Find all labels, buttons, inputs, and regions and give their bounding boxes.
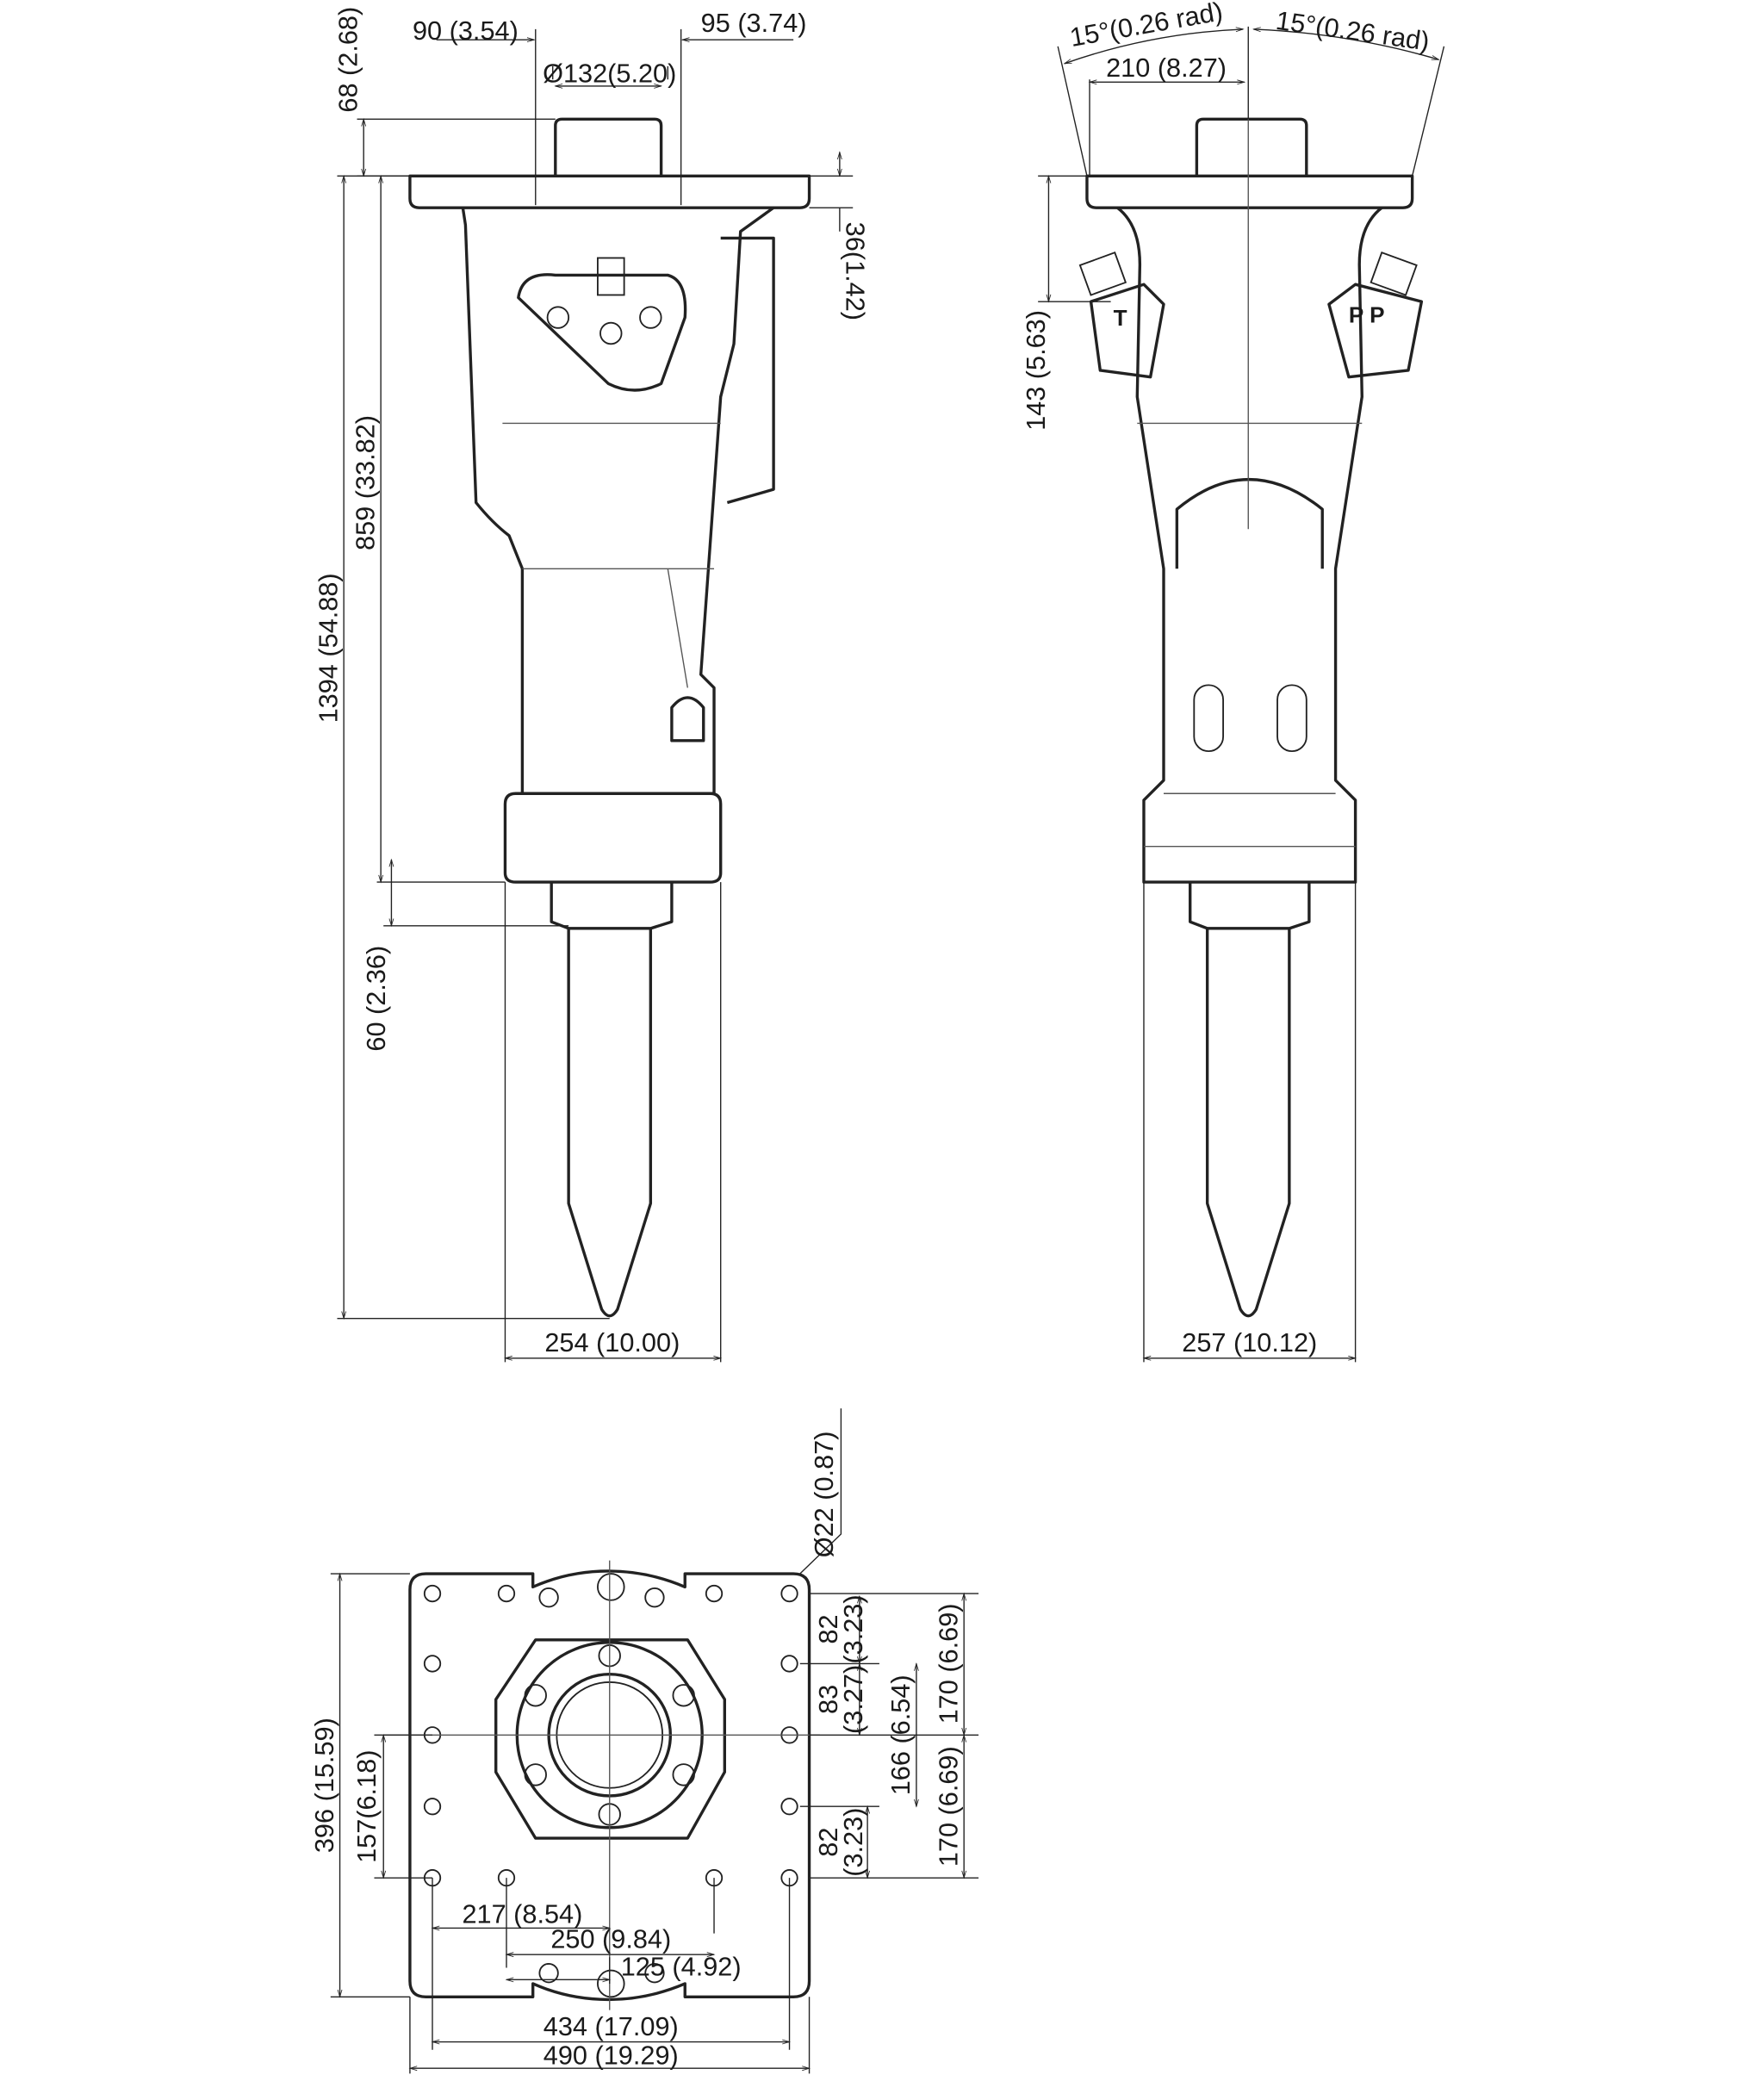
dim-95: 95 (3.74) <box>701 8 807 38</box>
breaker-body <box>1116 206 1383 884</box>
dim-170-top: 170 (6.69) <box>934 1603 964 1724</box>
dim-90: 90 (3.54) <box>413 16 519 46</box>
dim-68: 68 (2.68) <box>333 7 363 113</box>
dim-82-bottom-inch: (3.23) <box>838 1808 868 1877</box>
tool-shank <box>550 882 674 930</box>
dim-angle-left: 15°(0.26 rad) <box>1067 0 1225 53</box>
bottom-view: Ø22 (0.87) 82 (3.23) 83 (3.27) 82 (3.23)… <box>309 1408 979 2074</box>
port-p <box>1327 283 1424 379</box>
front-view: T P P 15°(0.26 rad) 15°(0.26 rad) 210 (8… <box>1021 0 1445 1363</box>
dim-859: 859 (33.82) <box>350 415 380 550</box>
bolt-holes <box>423 1584 798 1887</box>
port-p-label: P P <box>1349 302 1385 328</box>
top-boss <box>554 117 663 177</box>
dim-83-inch: (3.27) <box>838 1665 868 1734</box>
port-t-label: T <box>1114 305 1127 331</box>
dim-82-bottom: 82 <box>813 1828 843 1857</box>
dim-396: 396 (15.59) <box>309 1718 339 1853</box>
dim-490: 490 (19.29) <box>543 2041 679 2071</box>
dim-143: 143 (5.63) <box>1021 310 1051 431</box>
dim-125: 125 (4.92) <box>621 1952 742 1982</box>
dim-217: 217 (8.54) <box>462 1898 582 1929</box>
dim-60: 60 (2.36) <box>361 946 391 1052</box>
base-plate <box>408 1569 811 2002</box>
chisel-tool <box>567 928 653 1318</box>
dim-170-bottom: 170 (6.69) <box>934 1746 964 1867</box>
dim-257: 257 (10.12) <box>1182 1327 1317 1357</box>
dim-210: 210 (8.27) <box>1106 53 1227 83</box>
housing-octagon <box>494 1638 726 1840</box>
side-view: 90 (3.54) 95 (3.74) Ø132(5.20) 68 (2.68)… <box>313 7 871 1363</box>
dim-434: 434 (17.09) <box>543 2011 679 2041</box>
dim-dia-22: Ø22 (0.87) <box>809 1432 839 1558</box>
mounting-flange <box>1085 174 1414 209</box>
valve-plate <box>517 273 687 392</box>
port-t <box>1089 283 1165 379</box>
breaker-body <box>461 206 775 795</box>
chisel-tool <box>1205 928 1291 1318</box>
dim-angle-right: 15°(0.26 rad) <box>1274 5 1432 57</box>
dim-157: 157(6.18) <box>351 1750 382 1863</box>
dim-254: 254 (10.00) <box>544 1327 680 1357</box>
dim-dia-132: Ø132(5.20) <box>543 58 676 88</box>
mounting-flange <box>408 174 811 209</box>
lower-collar <box>503 792 723 884</box>
dim-83: 83 <box>813 1685 843 1714</box>
dim-1394: 1394 (54.88) <box>313 573 343 723</box>
dim-250: 250 (9.84) <box>550 1924 671 1954</box>
dim-82-top: 82 <box>813 1614 843 1643</box>
dim-82-top-inch: (3.23) <box>838 1594 868 1663</box>
dim-166: 166 (6.54) <box>885 1674 916 1795</box>
dim-36: 36(1.42) <box>841 222 871 320</box>
side-panel <box>720 236 775 505</box>
